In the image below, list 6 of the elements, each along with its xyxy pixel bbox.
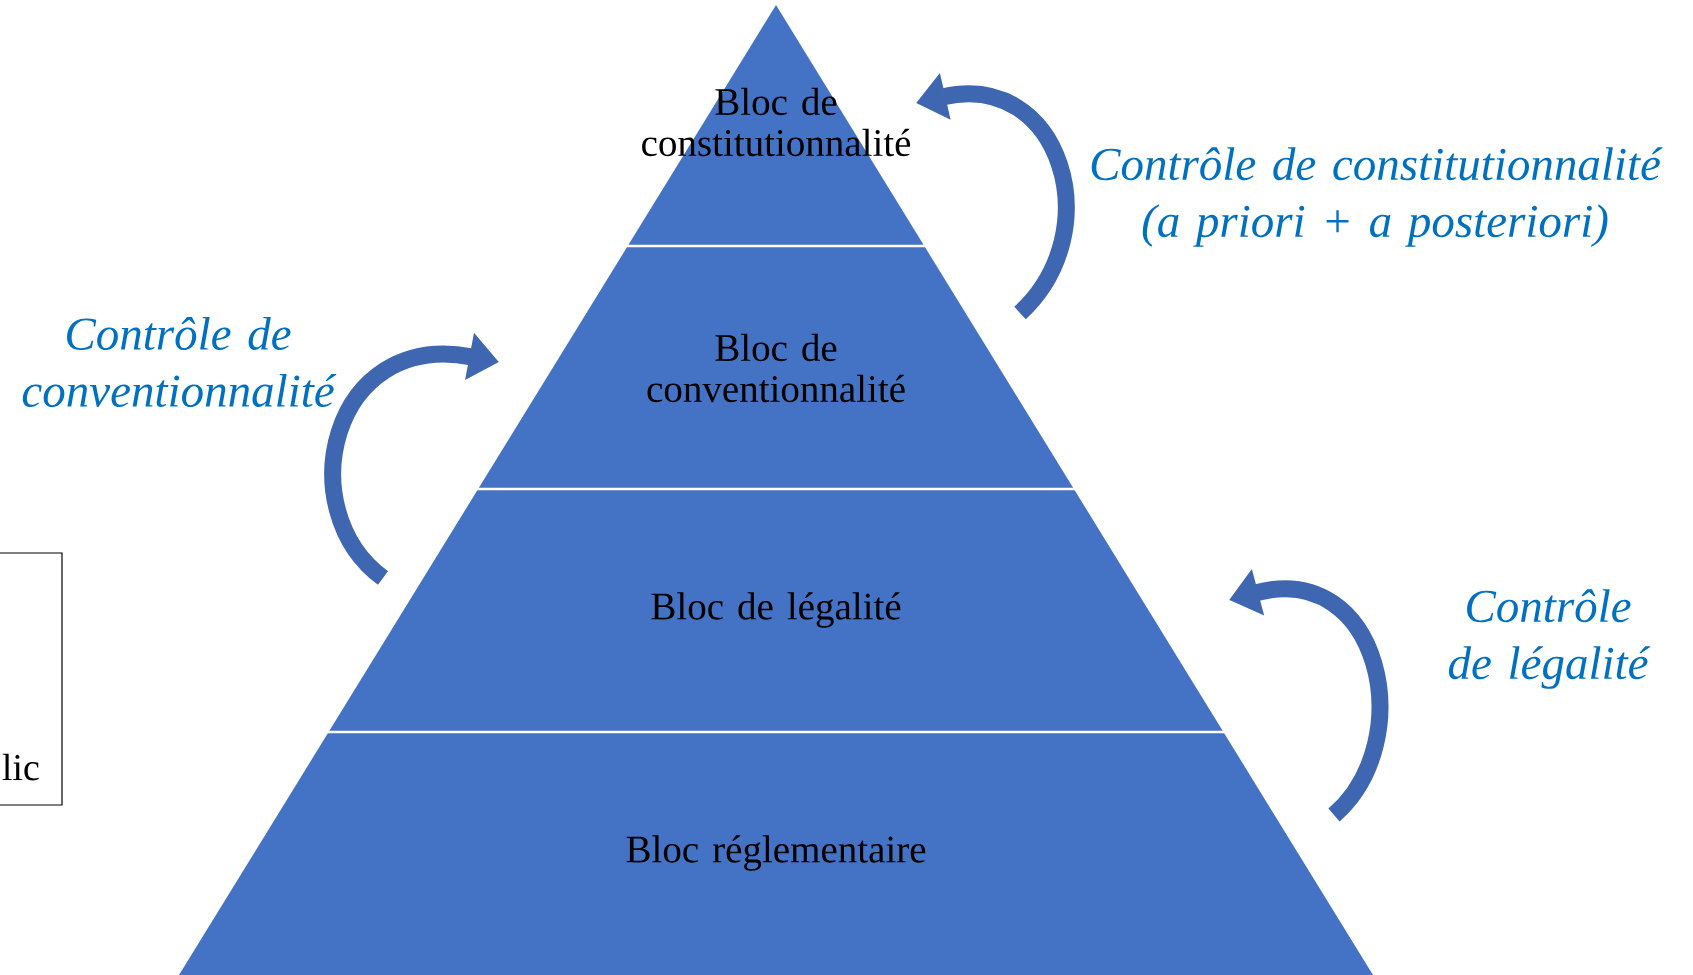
pyramid-tier: Bloc de légalité [328,487,1224,732]
edge-label: Contrôle de conventionnalité [22,316,337,408]
edge-label: Contrôle de légalité [1448,589,1651,689]
pyramid-tier: Bloc réglementaire [179,730,1373,975]
text-box: lic [0,552,63,806]
edge-label: Contrôle de constitutionnalité (a priori + a posteriori) [1091,147,1663,247]
